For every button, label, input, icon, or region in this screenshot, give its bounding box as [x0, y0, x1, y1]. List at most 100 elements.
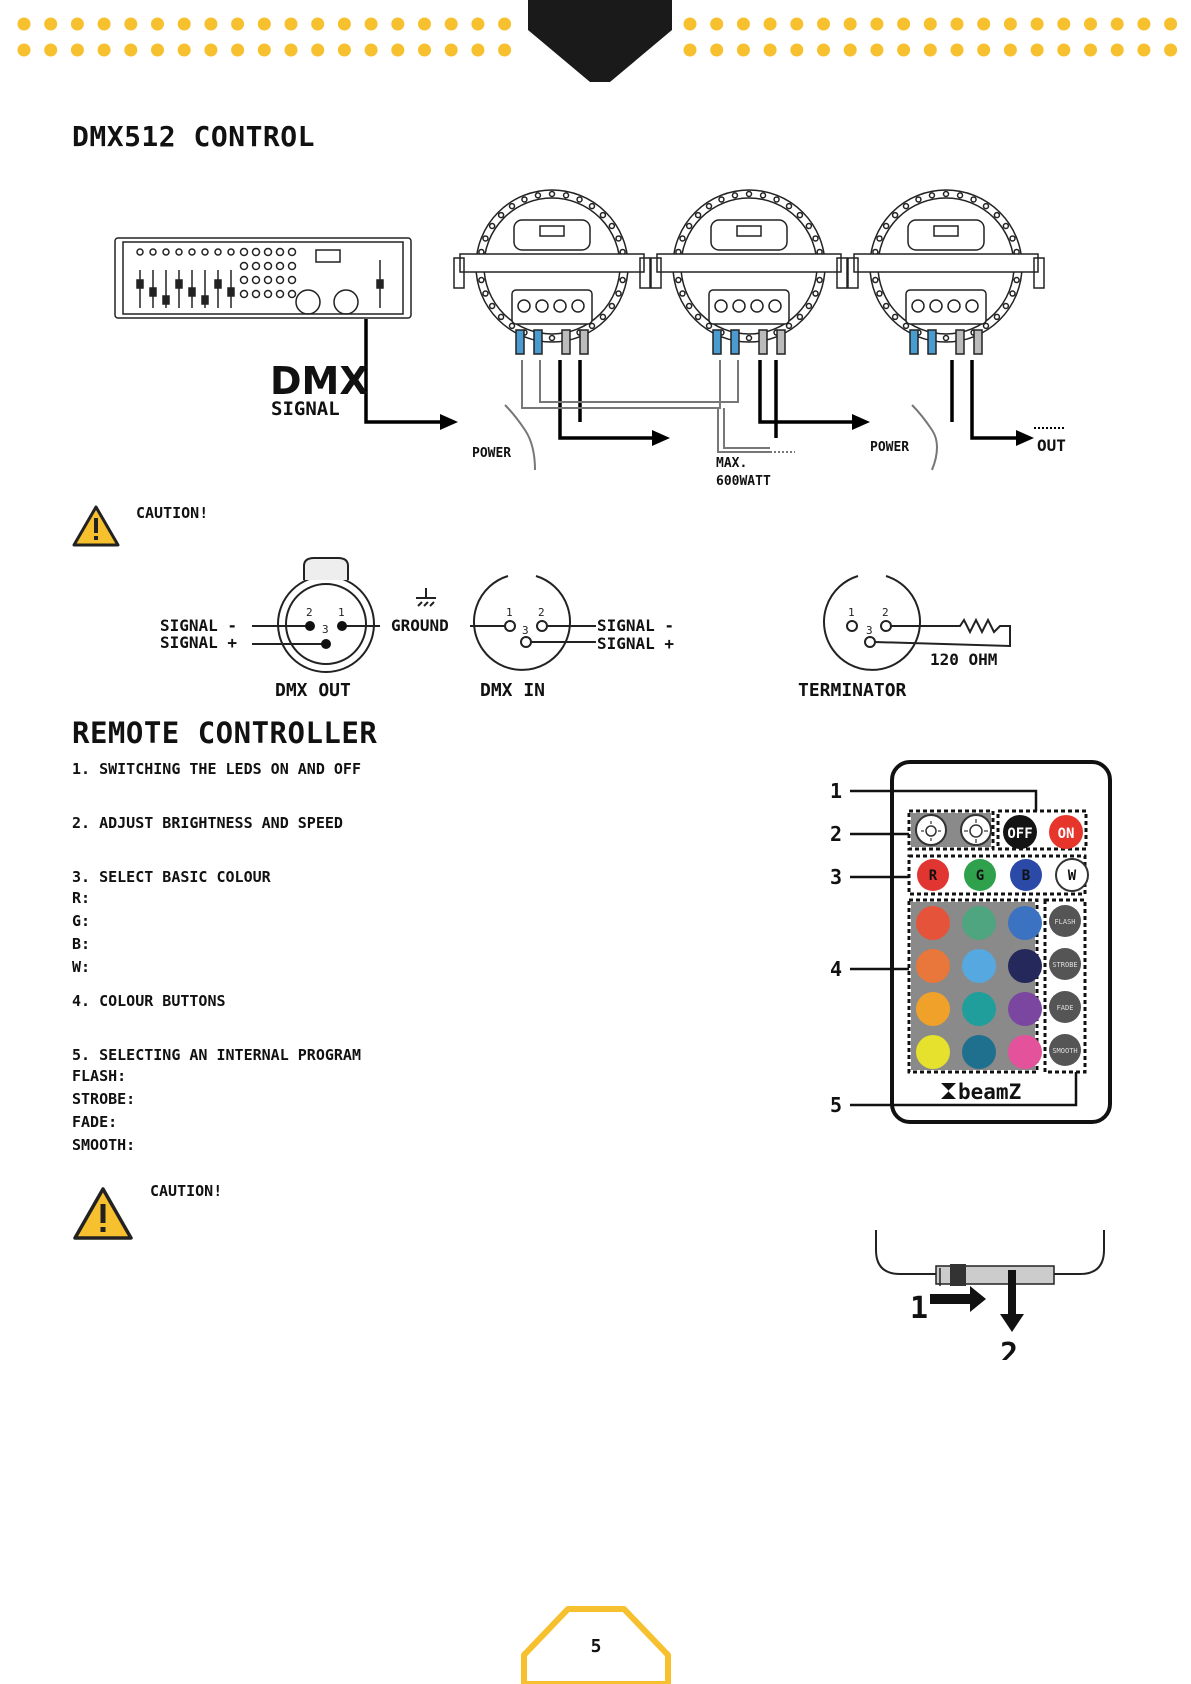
led-dot [679, 290, 686, 297]
footer-page-badge [521, 1606, 671, 1684]
header-dot [950, 43, 964, 57]
pin-2-term: 2 [882, 606, 889, 619]
led-dot [576, 196, 583, 203]
controller-knob [263, 247, 273, 257]
cable-plug [579, 329, 589, 355]
led-dot [745, 334, 753, 342]
header-dot [97, 43, 111, 57]
controller-knob [251, 247, 261, 257]
led-dot [588, 202, 596, 210]
led-dot [1009, 235, 1016, 242]
led-dot [599, 211, 607, 219]
header-dot [418, 43, 431, 57]
mounting-bracket [656, 253, 842, 273]
connector-diagrams: 2 1 3 1 2 3 1 2 3 [252, 557, 1011, 673]
header-dot [843, 17, 857, 31]
colour-button [916, 992, 950, 1026]
led-dot [796, 313, 804, 321]
pin-2-out: 2 [306, 606, 313, 619]
step-2-label: 2 [1000, 1337, 1018, 1360]
page-number: 5 [590, 1636, 602, 1657]
controller-knob [287, 247, 297, 257]
colour-button [1008, 1035, 1042, 1069]
header-dot [1137, 43, 1151, 57]
header-dot [231, 17, 245, 31]
led-dot [685, 302, 693, 310]
fader-knob [162, 295, 170, 305]
header-dot [17, 17, 31, 31]
header-dot [337, 17, 351, 31]
header-dot [683, 43, 697, 57]
callout-2: 2 [830, 822, 842, 846]
led-dot [1002, 222, 1010, 230]
warning-icon [72, 505, 120, 547]
section-title-dmx: DMX512 CONTROL [72, 120, 316, 153]
led-dot [548, 334, 556, 342]
header-dot [70, 43, 84, 57]
brand-logo: beamZ [941, 1080, 1021, 1104]
cable-plug [955, 329, 965, 355]
header-dot [736, 43, 750, 57]
dmx-in-connector [470, 575, 596, 671]
colour-button [962, 906, 996, 940]
dmx-signal-line [364, 319, 1022, 440]
fader-knob [201, 295, 209, 305]
connector-panel [511, 289, 593, 325]
led-dot [675, 276, 682, 284]
header-dot [311, 43, 325, 57]
mounting-bracket [459, 253, 645, 273]
header-tab [528, 0, 672, 82]
header-dot [44, 17, 58, 31]
fade-button: FADE [1057, 1004, 1074, 1012]
led-dot [694, 211, 702, 219]
dmx-in-label: DMX IN [480, 680, 546, 701]
led-dot [796, 211, 804, 219]
white-button: W [1068, 868, 1077, 884]
strobe-button: STROBE [1052, 961, 1077, 969]
header-dot [391, 43, 405, 57]
cable-plug [712, 329, 722, 355]
power-cable [504, 360, 938, 471]
connector-panel [708, 289, 790, 325]
led-dot [812, 290, 819, 297]
led-dot [562, 192, 570, 199]
smooth-button: SMOOTH [1052, 1047, 1077, 1055]
par-fixture [847, 189, 1045, 355]
led-dot [718, 196, 725, 203]
header-dot [204, 17, 218, 31]
led-dot [548, 190, 556, 198]
colour-label-w: W: [72, 958, 91, 976]
caution-label-remote: CAUTION! [150, 1182, 223, 1200]
led-dot [982, 202, 990, 210]
header-dot [471, 17, 485, 31]
dmx-controller [114, 237, 412, 319]
ohm-label: 120 OHM [930, 650, 998, 669]
controller-knob [239, 261, 249, 271]
dmx-out-label: DMX OUT [275, 680, 351, 701]
led-dot [488, 302, 496, 310]
header-dot [790, 43, 804, 57]
channel-button [136, 248, 144, 256]
led-dot [902, 322, 910, 330]
header-dot [204, 43, 218, 57]
header-dot [44, 43, 58, 57]
header-dot [418, 17, 431, 31]
caution-label-dmx: CAUTION! [136, 504, 209, 522]
pin-3-in: 3 [522, 624, 529, 637]
header-dot [444, 17, 458, 31]
header-dot [257, 43, 271, 57]
fader-knob [136, 279, 144, 289]
cable-plug [730, 329, 740, 355]
pin-3-out: 3 [322, 623, 329, 636]
controller-knob [251, 275, 261, 285]
pin-1-term: 1 [848, 606, 855, 619]
colour-button [1008, 906, 1042, 940]
header-dot [977, 43, 991, 57]
colour-label-r: R: [72, 889, 91, 907]
header-dot [710, 17, 724, 31]
connector-panel [905, 289, 987, 325]
header-dot [177, 43, 191, 57]
colour-label-g: G: [72, 912, 91, 930]
controller-knob [239, 275, 249, 285]
colour-label-b: B: [72, 935, 91, 953]
